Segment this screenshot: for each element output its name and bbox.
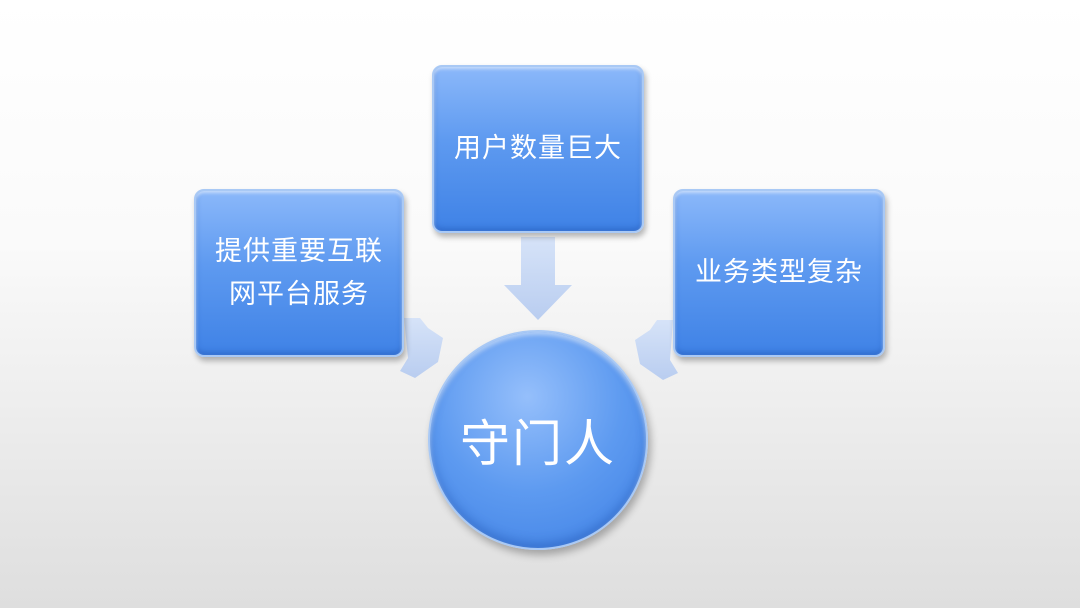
node-top: 用户数量巨大 xyxy=(432,65,644,233)
node-center-label: 守门人 xyxy=(460,415,616,473)
node-right-label: 业务类型复杂 xyxy=(695,257,863,289)
node-right: 业务类型复杂 xyxy=(673,189,885,357)
arrow-top-to-center xyxy=(504,237,572,320)
node-center: 守门人 xyxy=(428,330,648,550)
arrow-left-to-center xyxy=(400,318,443,378)
node-left-label: 提供重要互联网平台服务 xyxy=(215,235,383,310)
node-left: 提供重要互联网平台服务 xyxy=(194,189,404,357)
arrow-right-to-center xyxy=(635,320,678,380)
node-top-label: 用户数量巨大 xyxy=(454,133,622,165)
